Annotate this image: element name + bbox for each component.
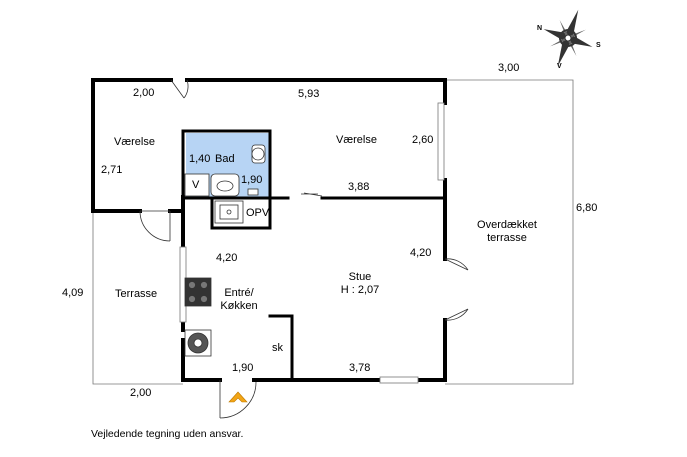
dim-left-room-height: 2,71 <box>101 164 123 176</box>
label-bad: Bad <box>215 153 235 165</box>
compass-e: S <box>596 42 601 49</box>
disclaimer-note: Vejledende tegning uden ansvar. <box>91 428 244 440</box>
terrace-outlines <box>92 79 574 385</box>
label-stue-line1: Stue <box>348 271 372 283</box>
interior-walls <box>181 129 447 382</box>
label-stue: Stue H : 2,07 <box>330 271 390 297</box>
dim-stue-height: 4,20 <box>410 247 432 259</box>
dim-bottom-entry: 1,90 <box>232 362 254 374</box>
dim-bath-height: 1,90 <box>241 174 263 186</box>
label-entre-koekken: Entré/ Køkken <box>214 287 264 313</box>
label-overdaekket-line1: Overdækket <box>477 219 537 231</box>
label-v: V <box>192 179 200 191</box>
dim-top-left: 2,00 <box>133 87 155 99</box>
dim-bottom-left: 2,00 <box>130 387 152 399</box>
label-overdaekket-line2: terrasse <box>487 232 527 244</box>
label-terrasse: Terrasse <box>115 288 158 300</box>
kitchen-fixtures <box>184 200 244 357</box>
label-overdaekket: Overdækket terrasse <box>472 219 542 245</box>
door-swings <box>139 79 469 419</box>
entry-arrow-icon <box>228 391 248 403</box>
label-vaerelse-main: Værelse <box>336 134 377 146</box>
exterior-walls <box>91 78 447 382</box>
label-entre-line2: Køkken <box>220 300 258 312</box>
label-opv: OPV <box>246 207 270 219</box>
dim-terrace-height: 4,09 <box>62 287 84 299</box>
label-stue-height: H : 2,07 <box>340 284 380 296</box>
dim-main-room-side: 2,60 <box>412 134 434 146</box>
dim-bottom-stue: 3,78 <box>349 362 371 374</box>
compass-n: N <box>537 25 543 32</box>
dim-right-total: 6,80 <box>576 202 598 214</box>
dim-kitchen-height: 4,20 <box>216 252 238 264</box>
label-vaerelse-left: Værelse <box>114 136 155 148</box>
compass-rose-icon <box>543 9 593 67</box>
compass-s: V <box>557 63 562 70</box>
bathroom-fixtures <box>184 144 266 197</box>
label-entre-line1: Entré/ <box>224 287 254 299</box>
dim-top-middle: 5,93 <box>298 88 320 100</box>
dim-bath-width: 1,40 <box>189 153 211 165</box>
dim-partition: 3,88 <box>348 181 370 193</box>
dim-top-right: 3,00 <box>498 62 520 74</box>
label-sk: sk <box>272 342 283 354</box>
